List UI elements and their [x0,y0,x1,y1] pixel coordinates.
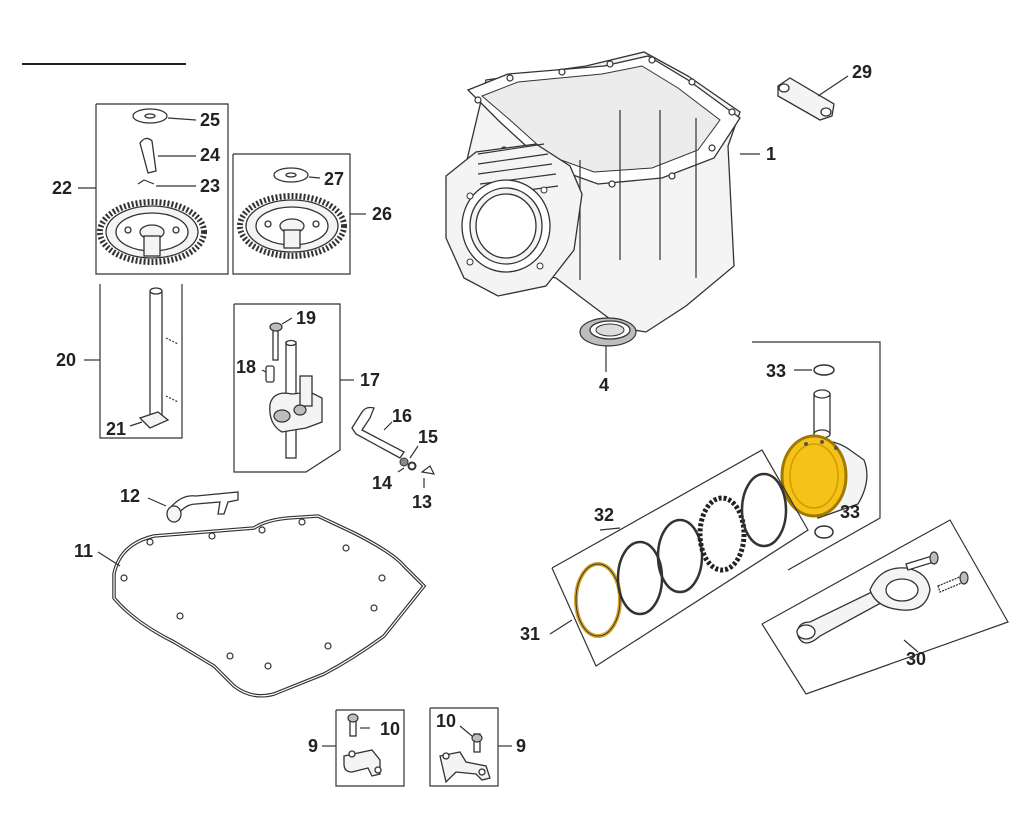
piston-crown [780,434,848,518]
callout-29[interactable]: 29 [852,62,872,82]
callout-19[interactable]: 19 [296,308,316,328]
camshaft-group-22[interactable] [78,103,229,275]
camshaft-group-26[interactable] [232,153,366,275]
bracket-9-right[interactable] [429,707,512,787]
callout-24[interactable]: 24 [200,145,220,165]
clip-33-bottom[interactable] [814,525,834,539]
callout-10-left[interactable]: 10 [380,719,400,739]
o-ring-15[interactable] [399,445,419,471]
governor-group-17[interactable] [233,303,354,473]
callout-22[interactable]: 22 [52,178,72,198]
callout-11[interactable]: 11 [74,541,93,561]
callout-1[interactable]: 1 [766,144,776,164]
callout-13[interactable]: 13 [412,492,432,512]
callout-10-right[interactable]: 10 [436,711,456,731]
callout-31[interactable]: 31 [520,624,540,644]
callout-21[interactable]: 21 [106,419,126,439]
callout-18[interactable]: 18 [236,357,256,377]
clip-33-top[interactable] [794,364,835,376]
callout-27[interactable]: 27 [324,169,344,189]
callout-12[interactable]: 12 [120,486,140,506]
breather-tube-12[interactable] [147,491,239,523]
callout-17[interactable]: 17 [360,370,380,390]
gasket-11[interactable] [97,514,427,698]
piston-pin[interactable] [813,389,831,439]
ring-31-leader [549,619,573,635]
pickup-tube-16[interactable] [351,406,405,459]
callout-4[interactable]: 4 [599,375,609,395]
callout-9-left[interactable]: 9 [308,736,318,756]
crankcase-1[interactable] [445,51,760,333]
piston-highlighted[interactable] [780,434,868,519]
piston-group [752,341,881,571]
clip-13[interactable] [397,465,436,488]
callout-33-top[interactable]: 33 [766,361,786,381]
callout-16[interactable]: 16 [392,406,412,426]
link-29[interactable] [777,75,849,121]
camshaft-shaft-group-20[interactable] [84,284,183,439]
callout-26[interactable]: 26 [372,204,392,224]
bracket-9-left[interactable] [322,709,405,787]
callout-15[interactable]: 15 [418,427,438,447]
callout-25[interactable]: 25 [200,110,220,130]
callout-20[interactable]: 20 [56,350,76,370]
connecting-rod-30[interactable] [761,519,1009,695]
callout-23[interactable]: 23 [200,176,220,196]
callout-14[interactable]: 14 [372,473,392,493]
ring-set-32[interactable] [551,449,809,667]
callout-32[interactable]: 32 [594,505,614,525]
oil-seal-4[interactable] [579,317,637,372]
callout-30[interactable]: 30 [906,649,926,669]
callout-33-bottom[interactable]: 33 [840,502,860,522]
callout-9-right[interactable]: 9 [516,736,526,756]
